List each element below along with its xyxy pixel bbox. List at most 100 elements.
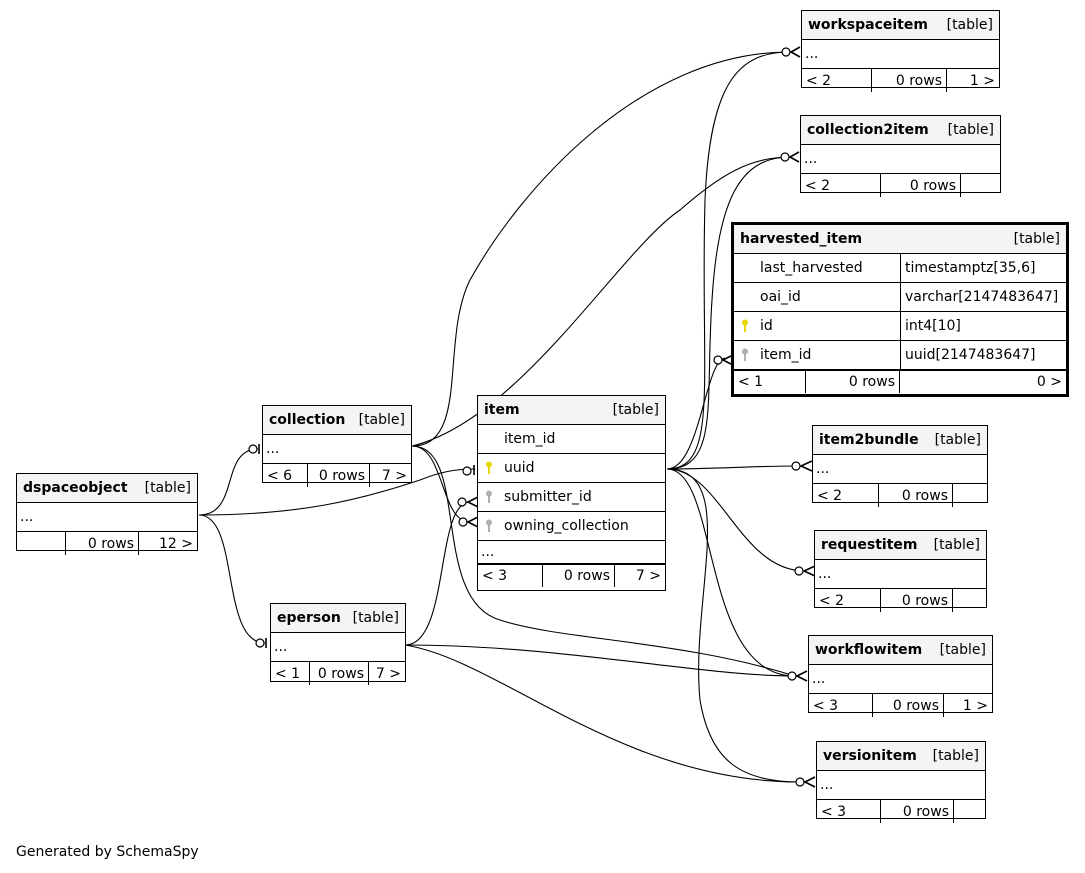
table-item2bundle[interactable]: item2bundle [table] ... < 2 0 rows xyxy=(812,425,988,507)
table-footer: < 2 0 rows xyxy=(813,484,987,507)
column-name: item_id xyxy=(504,431,556,447)
parents-count[interactable]: < 2 xyxy=(802,69,872,92)
table-header: dspaceobject [table] xyxy=(17,474,197,503)
columns-ellipsis-row: ... xyxy=(815,560,986,589)
table-name: collection2item xyxy=(807,122,929,138)
endpoint-circle xyxy=(713,355,723,365)
column-row[interactable]: uuid xyxy=(478,454,665,483)
parents-count[interactable]: < 2 xyxy=(815,589,881,612)
table-footer: < 1 0 rows 0 > xyxy=(734,370,1066,393)
table-name: collection xyxy=(269,412,346,428)
column-row[interactable]: id int4[10] xyxy=(734,312,1066,341)
parents-count[interactable]: < 1 xyxy=(271,662,310,685)
parents-count[interactable] xyxy=(17,532,66,555)
endpoint-circle xyxy=(781,47,791,57)
children-count[interactable]: 7 > xyxy=(381,467,407,484)
children-count[interactable]: 1 > xyxy=(969,72,995,89)
parents-count[interactable]: < 3 xyxy=(478,565,543,587)
row-count: 0 rows xyxy=(66,532,139,555)
column-row[interactable]: owning_collection xyxy=(478,512,665,541)
row-count: 0 rows xyxy=(806,371,900,393)
children-count[interactable]: 1 > xyxy=(962,697,988,714)
children-count[interactable] xyxy=(953,484,987,507)
table-type: [table] xyxy=(358,412,405,428)
table-harvested_item[interactable]: harvested_item [table] last_harvested ti… xyxy=(731,222,1069,397)
endpoint-circle xyxy=(255,638,265,648)
children-count[interactable]: 7 > xyxy=(635,568,661,584)
table-header: item2bundle [table] xyxy=(813,426,987,455)
table-name: dspaceobject xyxy=(23,480,128,496)
parents-count[interactable]: < 6 xyxy=(263,464,308,487)
columns-ellipsis-row: ... xyxy=(17,503,197,532)
table-collection2item[interactable]: collection2item [table] ... < 2 0 rows xyxy=(800,115,1001,197)
parents-count[interactable]: < 3 xyxy=(817,800,881,823)
relation-item-workspaceitem xyxy=(666,51,791,470)
columns-ellipsis-row: ... xyxy=(801,145,1000,174)
crowfoot-marker xyxy=(795,670,808,682)
relation-collection-item-owning xyxy=(411,445,471,523)
children-count[interactable] xyxy=(953,589,986,612)
relation-item-collection2item xyxy=(666,156,791,470)
table-header: requestitem [table] xyxy=(815,531,986,560)
table-workspaceitem[interactable]: workspaceitem [table] ... < 2 0 rows 1 > xyxy=(801,10,1000,92)
endpoint-circle xyxy=(780,152,790,162)
table-header: harvested_item [table] xyxy=(734,225,1066,254)
table-name: item2bundle xyxy=(819,432,919,448)
children-count[interactable]: 7 > xyxy=(375,665,401,682)
row-count: 0 rows xyxy=(881,174,961,197)
columns-ellipsis-row: ... xyxy=(802,40,999,69)
table-header: workflowitem [table] xyxy=(809,636,992,665)
parents-count[interactable]: < 3 xyxy=(809,694,873,717)
column-row[interactable]: submitter_id xyxy=(478,483,665,512)
column-row[interactable]: last_harvested timestamptz[35,6] xyxy=(734,254,1066,283)
table-versionitem[interactable]: versionitem [table] ... < 3 0 rows xyxy=(816,741,986,823)
table-name: harvested_item xyxy=(740,231,863,247)
table-item[interactable]: item [table] item_id uuid submitter_id o… xyxy=(477,395,666,591)
children-count[interactable] xyxy=(961,174,1000,197)
relation-eperson-workflowitem xyxy=(404,644,796,677)
relation-item-harvested_item xyxy=(666,357,726,470)
primary-key-icon xyxy=(734,312,756,340)
table-type: [table] xyxy=(947,122,994,138)
parents-count[interactable]: < 2 xyxy=(813,484,879,507)
table-eperson[interactable]: eperson [table] ... < 1 0 rows 7 > xyxy=(270,603,406,685)
table-name: requestitem xyxy=(821,537,918,553)
endpoint-circle xyxy=(787,671,797,681)
column-name: item_id xyxy=(760,347,812,363)
column-row[interactable]: item_id uuid[2147483647] xyxy=(734,341,1066,370)
crowfoot-marker xyxy=(788,151,800,163)
table-footer: < 2 0 rows xyxy=(801,174,1000,197)
column-row[interactable]: oai_id varchar[2147483647] xyxy=(734,283,1066,312)
table-requestitem[interactable]: requestitem [table] ... < 2 0 rows xyxy=(814,530,987,612)
table-dspaceobject[interactable]: dspaceobject [table] ... 0 rows 12 > xyxy=(16,473,198,555)
crowfoot-marker xyxy=(721,354,734,366)
children-count[interactable]: 12 > xyxy=(159,535,193,552)
column-type: int4[10] xyxy=(900,312,1066,340)
table-header: collection [table] xyxy=(263,406,411,435)
row-count: 0 rows xyxy=(881,589,953,612)
parents-count[interactable]: < 2 xyxy=(801,174,881,197)
crowfoot-marker xyxy=(802,565,816,577)
endpoint-circle xyxy=(248,444,258,454)
parents-count[interactable]: < 1 xyxy=(734,371,806,393)
table-name: workflowitem xyxy=(815,642,923,658)
column-row[interactable]: item_id xyxy=(478,425,665,454)
table-type: [table] xyxy=(352,610,399,626)
table-footer: < 3 0 rows xyxy=(817,800,985,823)
table-header: collection2item [table] xyxy=(801,116,1000,145)
endpoint-circle xyxy=(795,777,805,787)
relation-item-requestitem xyxy=(666,468,806,572)
table-name: eperson xyxy=(277,610,341,626)
table-collection[interactable]: collection [table] ... < 6 0 rows 7 > xyxy=(262,405,412,487)
column-type: uuid[2147483647] xyxy=(900,341,1066,369)
column-type: timestamptz[35,6] xyxy=(900,254,1066,282)
children-count[interactable] xyxy=(954,800,985,823)
generated-by-footer: Generated by SchemaSpy xyxy=(16,844,199,860)
column-name: submitter_id xyxy=(504,489,592,505)
table-workflowitem[interactable]: workflowitem [table] ... < 3 0 rows 1 > xyxy=(808,635,993,717)
children-count[interactable]: 0 > xyxy=(1036,374,1062,390)
columns-ellipsis-row: ... xyxy=(263,435,411,464)
table-type: [table] xyxy=(946,17,993,33)
column-name: uuid xyxy=(504,460,535,476)
table-footer: < 6 0 rows 7 > xyxy=(263,464,411,487)
